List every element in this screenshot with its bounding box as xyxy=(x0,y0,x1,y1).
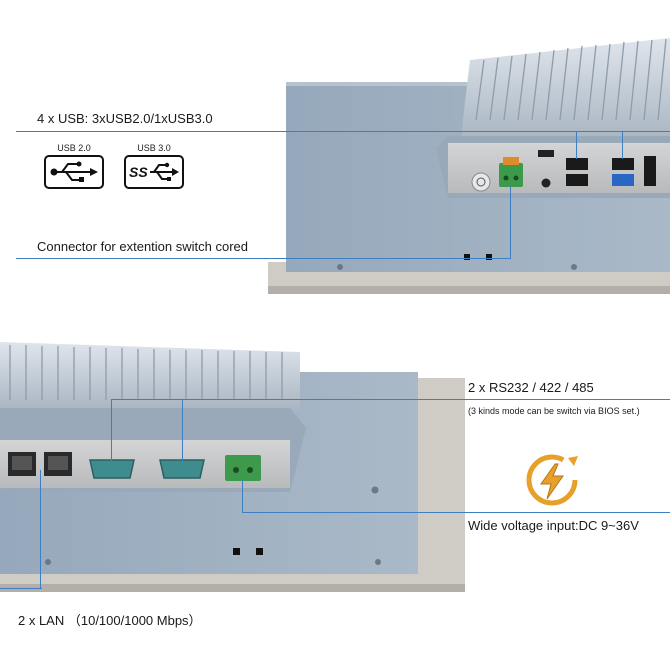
power-callout-line xyxy=(242,512,670,513)
serial-label: 2 x RS232 / 422 / 485 xyxy=(468,380,594,395)
usb-port xyxy=(566,158,588,170)
power-callout-drop xyxy=(242,480,243,513)
usb3-badge: USB 3.0 SS xyxy=(124,143,184,189)
com-port xyxy=(159,459,205,479)
usb-trident-icon xyxy=(50,161,98,182)
button-slot xyxy=(538,150,554,157)
hdmi-port xyxy=(644,156,656,186)
lan-label: 2 x LAN （10/100/1000 Mbps） xyxy=(18,613,202,628)
usb-port xyxy=(566,174,588,186)
vent-slot xyxy=(464,254,470,260)
serial-callout-drop xyxy=(182,399,183,461)
vent-slot xyxy=(486,254,492,260)
power-button-icon xyxy=(471,172,491,192)
power-label: Wide voltage input:DC 9~36V xyxy=(468,518,639,533)
usb-port xyxy=(612,158,634,170)
screw-icon xyxy=(337,264,343,270)
screw-icon xyxy=(571,264,577,270)
usb3-ss-text: SS xyxy=(129,164,148,180)
lan-callout-drop xyxy=(40,470,41,588)
heatsink xyxy=(462,38,670,140)
vent-slot xyxy=(256,548,263,555)
switch-callout-drop xyxy=(510,186,511,259)
switch-callout-line xyxy=(16,258,511,259)
screw-icon xyxy=(371,486,379,494)
bottom-panel-pc xyxy=(0,342,465,592)
usb2-caption: USB 2.0 xyxy=(57,143,91,153)
audio-jack-icon xyxy=(541,178,551,188)
top-panel-pc xyxy=(268,38,670,294)
wide-voltage-icon xyxy=(526,454,578,506)
serial-note: (3 kinds mode can be switch via BIOS set… xyxy=(468,406,640,416)
heatsink xyxy=(0,342,300,410)
screw-icon xyxy=(45,559,51,565)
switch-connector xyxy=(499,163,523,187)
usb-label: 4 x USB: 3xUSB2.0/1xUSB3.0 xyxy=(37,111,213,126)
front-bezel xyxy=(415,378,465,588)
usb2-badge: USB 2.0 xyxy=(44,143,104,189)
com-port xyxy=(89,459,135,479)
vent-slot xyxy=(233,548,240,555)
usb-callout-line xyxy=(16,131,670,132)
serial-callout-line xyxy=(111,399,670,400)
lan-callout-line xyxy=(0,588,42,589)
usb3-superspeed-icon: SS xyxy=(129,162,179,181)
switch-connector-label: Connector for extention switch cored xyxy=(37,239,248,254)
usb3-callout-drop xyxy=(622,131,623,159)
dc-power-connector xyxy=(225,455,261,481)
serial-callout-drop xyxy=(111,399,112,461)
usb-callout-drop xyxy=(576,131,577,159)
usb3-port xyxy=(612,174,634,186)
usb3-caption: USB 3.0 xyxy=(137,143,171,153)
screw-icon xyxy=(375,559,381,565)
